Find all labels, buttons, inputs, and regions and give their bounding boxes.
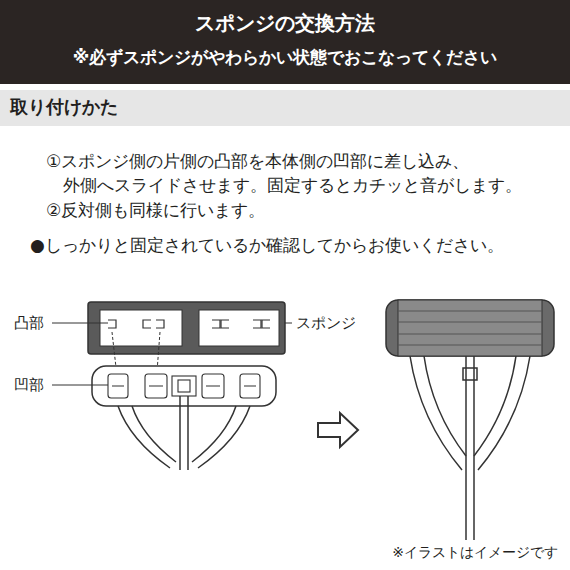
instruction-step: ②反対側も同様に行います。 [46, 199, 265, 222]
holder-body [92, 366, 276, 406]
instruction-step: ①スポンジ側の片側の凸部を本体側の凹部に差し込み、 外側へスライドさせます。固定… [46, 150, 570, 198]
sponge-window [100, 310, 182, 346]
step-arrow [318, 413, 358, 447]
sponge [88, 302, 285, 354]
instruction-note: ●しっかりと固定されているか確認してからお使いください。 [30, 234, 504, 257]
part-label: 凹部 [14, 375, 44, 395]
holder-arms-assembled [410, 356, 530, 540]
footnote: ※イラストはイメージです [0, 543, 558, 562]
part-label: スポンジ [296, 313, 356, 333]
section-heading: 取り付けかた [10, 95, 560, 119]
sponge-assembled [386, 300, 554, 356]
page-title: スポンジの交換方法 [0, 10, 570, 37]
sponge-stripes [398, 311, 542, 345]
leader-lines [52, 323, 292, 385]
holder-arms [118, 396, 250, 470]
sponge-window [199, 310, 279, 346]
sponge-face [398, 300, 542, 356]
tabs [108, 320, 270, 328]
section-band: 取り付けかた [0, 90, 570, 126]
warning-note: ※必ずスポンジがやわらかい状態でおこなってください [0, 46, 570, 69]
holder-slots [108, 374, 260, 398]
part-label: 凸部 [14, 313, 44, 333]
